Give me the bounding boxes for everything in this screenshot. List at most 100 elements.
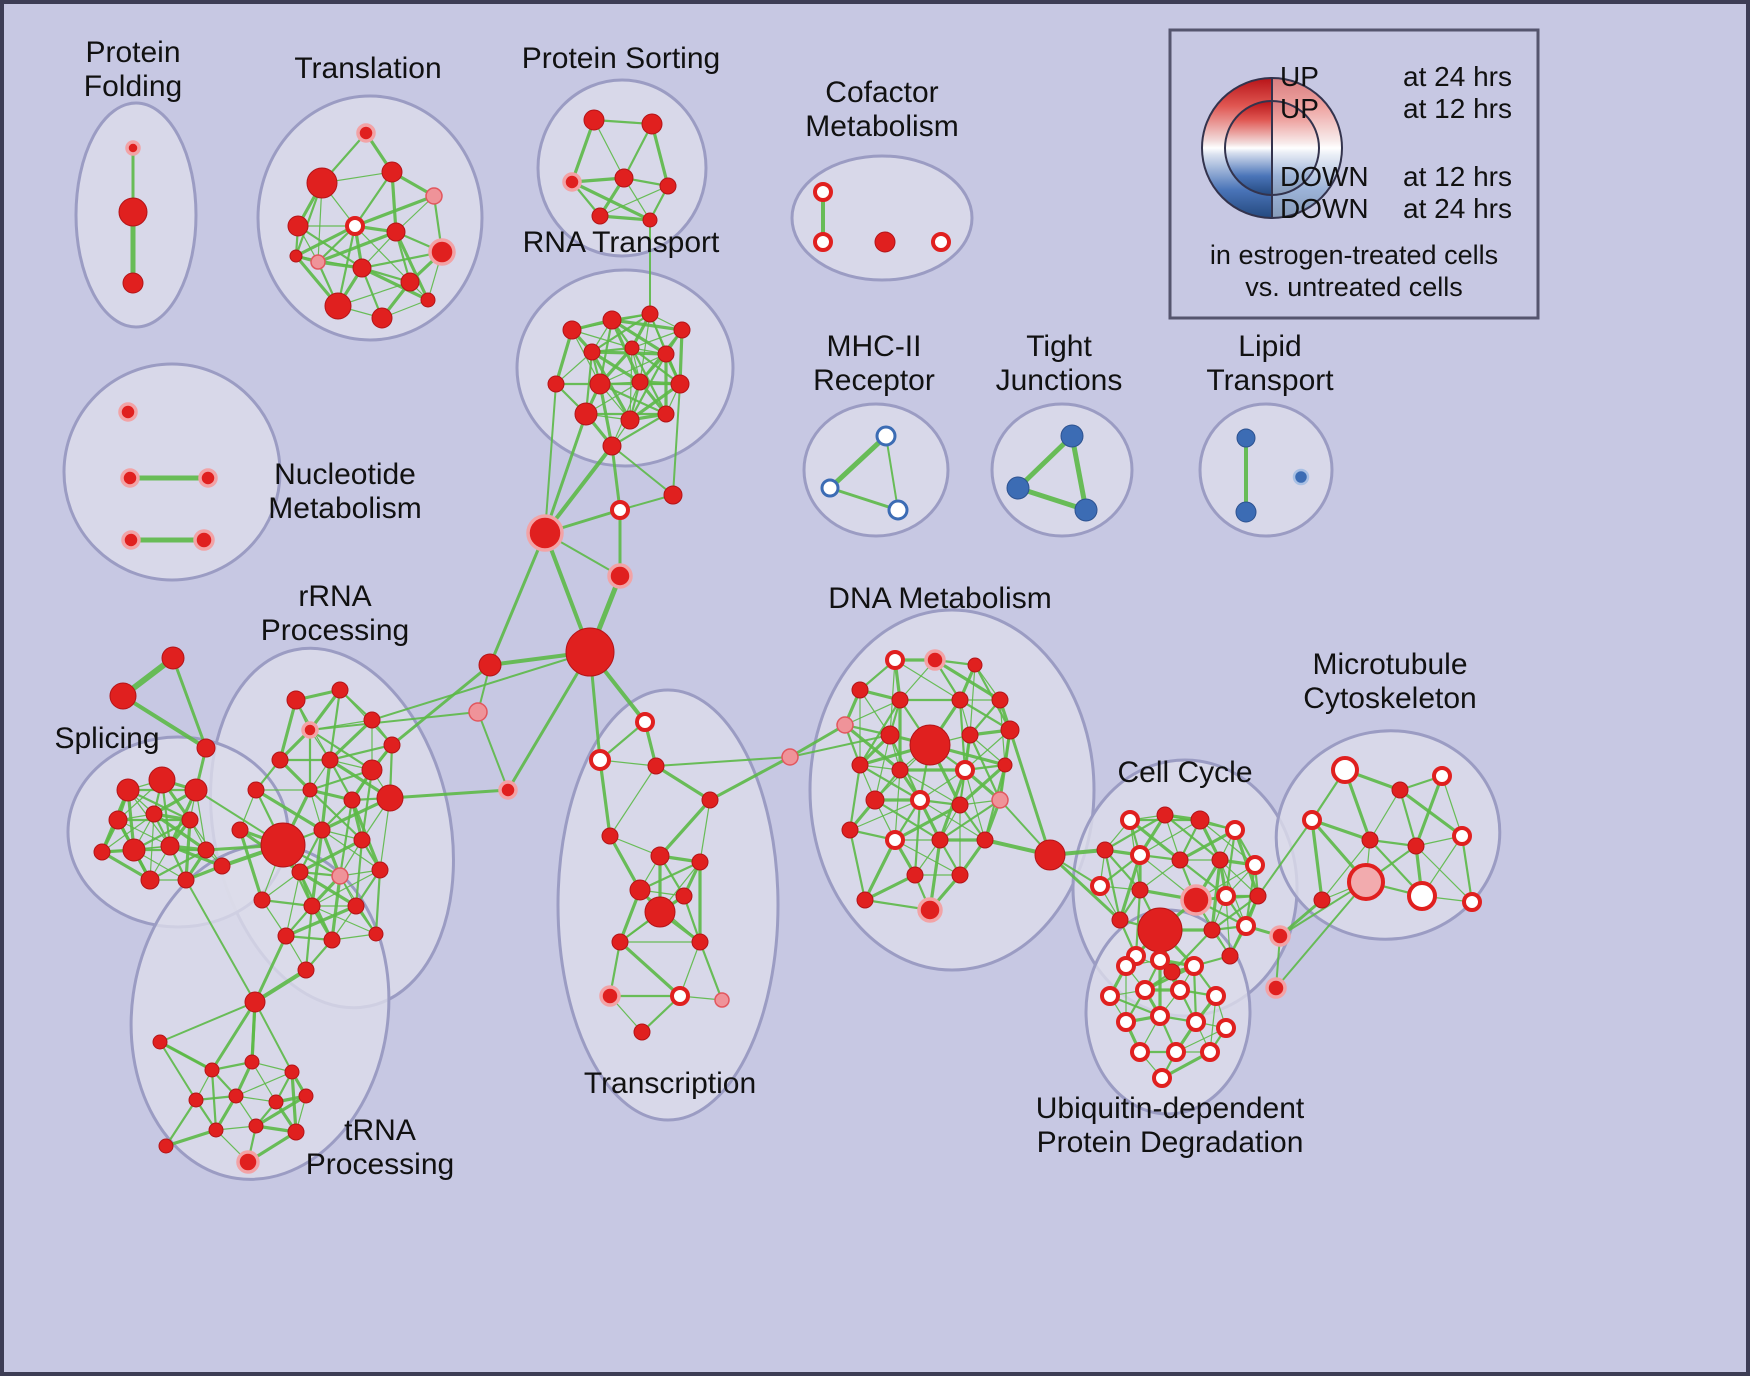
network-node — [145, 805, 163, 823]
network-node — [1407, 881, 1437, 911]
network-edge — [1134, 888, 1142, 958]
network-edge — [294, 224, 357, 258]
network-node — [1060, 424, 1084, 448]
network-node — [620, 410, 640, 430]
network-node — [836, 716, 854, 734]
network-edge — [164, 1128, 218, 1148]
network-node — [1462, 892, 1482, 912]
network-node — [1302, 810, 1322, 830]
network-edge — [121, 694, 208, 750]
network-node — [1347, 863, 1385, 901]
network-edge — [1210, 858, 1222, 932]
network-node — [109, 682, 137, 710]
network-edge — [164, 1098, 198, 1148]
network-node — [313, 821, 331, 839]
network-node — [885, 830, 905, 850]
network-edge — [311, 905, 377, 935]
network-edge — [938, 798, 1002, 842]
network-edge — [254, 1001, 293, 1073]
network-node — [691, 853, 709, 871]
network-node — [547, 375, 565, 393]
network-edge — [964, 729, 1011, 771]
network-node — [813, 182, 833, 202]
network-edge — [210, 1000, 257, 1072]
network-node — [1407, 837, 1425, 855]
cluster-ellipse-cofactor-metabolism — [790, 154, 974, 282]
network-node — [331, 867, 349, 885]
network-edge — [254, 1094, 308, 1128]
network-node — [420, 292, 436, 308]
network-edge — [1414, 774, 1444, 848]
network-node — [917, 897, 943, 923]
network-edge — [894, 769, 901, 841]
network-node — [428, 238, 456, 266]
network-node — [841, 821, 859, 839]
network-node — [924, 649, 946, 671]
network-edge — [1048, 853, 1122, 922]
legend-word-down-24: DOWN — [1280, 193, 1369, 224]
network-edge — [171, 656, 208, 750]
network-node — [1190, 810, 1210, 830]
network-node — [323, 931, 341, 949]
legend-caption-line-2: vs. untreated cells — [1245, 272, 1463, 302]
network-node — [298, 1088, 314, 1104]
network-node — [181, 811, 199, 829]
network-node — [277, 927, 295, 945]
network-node — [1391, 781, 1409, 799]
network-node — [1216, 1018, 1236, 1038]
network-edge — [631, 329, 683, 349]
network-node — [641, 305, 659, 323]
network-edge — [1118, 853, 1142, 922]
network-edge — [210, 1068, 218, 1132]
network-edge — [894, 659, 961, 701]
network-edge — [185, 879, 256, 1003]
network-edge — [296, 224, 364, 270]
network-edge — [650, 122, 670, 188]
network-node — [691, 933, 709, 951]
network-node — [644, 896, 676, 928]
network-edge — [1310, 818, 1372, 842]
network-edge — [1103, 848, 1122, 922]
network-edge — [353, 170, 394, 228]
network-edge — [388, 788, 510, 800]
network-node — [236, 1150, 260, 1174]
network-node — [574, 402, 598, 426]
network-node — [368, 926, 384, 942]
cluster-ellipse-rna-transport — [515, 268, 735, 468]
network-node — [663, 485, 683, 505]
network-node — [1245, 855, 1265, 875]
network-node — [363, 711, 381, 729]
network-edge — [1128, 818, 1182, 862]
network-node — [152, 1034, 168, 1050]
network-node — [247, 781, 265, 799]
network-edge — [254, 788, 324, 832]
cluster-label-cell-cycle: Cell Cycle — [1117, 756, 1252, 789]
network-edge — [590, 312, 652, 354]
network-node — [955, 760, 975, 780]
network-node — [583, 109, 605, 131]
network-node — [635, 712, 655, 732]
network-node — [951, 691, 969, 709]
network-edge — [919, 799, 986, 841]
network-node — [118, 402, 138, 422]
network-node — [213, 857, 231, 875]
network-edge — [639, 313, 651, 383]
network-edge — [848, 828, 867, 902]
network-node — [353, 831, 371, 849]
network-node — [125, 140, 141, 156]
network-node — [714, 992, 730, 1008]
network-edge — [390, 663, 492, 747]
network-node — [361, 759, 383, 781]
network-edge — [699, 799, 711, 863]
network-edge — [1008, 728, 1052, 857]
network-edge — [374, 868, 382, 936]
network-node — [1331, 756, 1359, 784]
network-edge — [789, 734, 891, 758]
network-edge — [308, 768, 374, 792]
network-node — [208, 1122, 224, 1138]
